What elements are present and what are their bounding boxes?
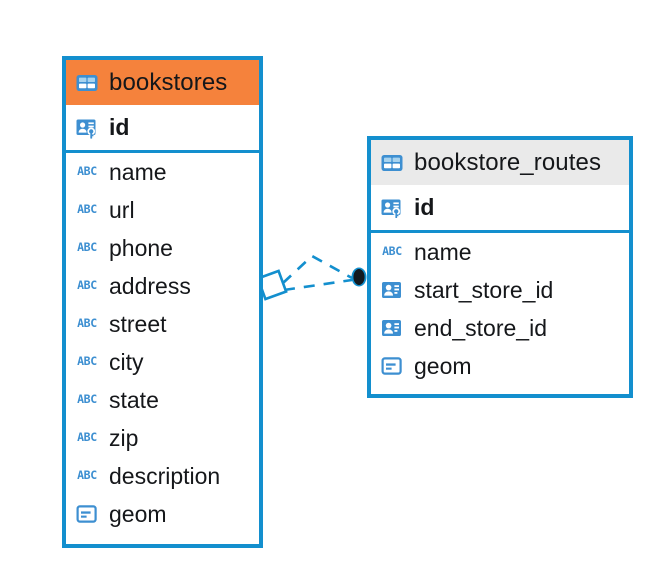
- field-row-street[interactable]: ABC street: [66, 305, 259, 343]
- field-row-phone[interactable]: ABC phone: [66, 229, 259, 267]
- field-row-description[interactable]: ABC description: [66, 457, 259, 495]
- entity-bookstore-routes-fields: ABC name start_store_id: [371, 233, 629, 385]
- field-label-street: street: [109, 310, 167, 337]
- field-row-id[interactable]: id: [66, 105, 259, 150]
- field-row-zip[interactable]: ABC zip: [66, 419, 259, 457]
- field-label-name: name: [109, 158, 167, 185]
- field-label-city: city: [109, 348, 144, 375]
- text-type-icon: ABC: [77, 430, 97, 445]
- entity-bookstore-routes[interactable]: bookstore_routes id: [367, 136, 633, 398]
- entity-bookstores-header[interactable]: bookstores: [66, 60, 259, 105]
- field-row-start-store-id[interactable]: start_store_id: [371, 271, 629, 309]
- geometry-type-icon: [379, 353, 405, 379]
- foreign-key-icon: [379, 315, 405, 341]
- entity-bookstores-title: bookstores: [109, 68, 228, 96]
- field-label-id: id: [414, 194, 435, 220]
- text-type-icon: ABC: [77, 240, 97, 255]
- text-type-icon: ABC: [382, 244, 402, 259]
- entity-bookstores-fields: ABC name ABC url ABC phone ABC address A…: [66, 153, 259, 533]
- entity-bookstores[interactable]: bookstores id: [62, 56, 263, 548]
- field-row-name[interactable]: ABC name: [66, 153, 259, 191]
- text-type-icon: ABC: [77, 468, 97, 483]
- field-row-id[interactable]: id: [371, 185, 629, 230]
- primary-key-icon: [379, 195, 405, 221]
- entity-bookstore-routes-primary-keys: id: [371, 185, 629, 233]
- field-label-end-store-id: end_store_id: [414, 314, 547, 341]
- field-label-url: url: [109, 196, 135, 223]
- field-label-geom: geom: [414, 352, 472, 379]
- primary-key-icon: [74, 115, 100, 141]
- field-row-state[interactable]: ABC state: [66, 381, 259, 419]
- text-type-icon: ABC: [77, 202, 97, 217]
- field-label-name: name: [414, 238, 472, 265]
- field-label-phone: phone: [109, 234, 173, 261]
- field-label-zip: zip: [109, 424, 139, 451]
- field-row-address[interactable]: ABC address: [66, 267, 259, 305]
- field-label-state: state: [109, 386, 159, 413]
- field-row-name[interactable]: ABC name: [371, 233, 629, 271]
- foreign-key-icon: [379, 277, 405, 303]
- relationship-branch-lower: [283, 278, 353, 292]
- geometry-type-icon: [74, 501, 100, 527]
- table-icon: [379, 150, 405, 176]
- entity-bookstores-primary-keys: id: [66, 105, 259, 153]
- field-row-geom[interactable]: geom: [371, 347, 629, 385]
- field-row-end-store-id[interactable]: end_store_id: [371, 309, 629, 347]
- text-type-icon: ABC: [77, 316, 97, 331]
- entity-bookstore-routes-title: bookstore_routes: [414, 148, 602, 176]
- text-type-icon: ABC: [77, 164, 97, 179]
- field-row-url[interactable]: ABC url: [66, 191, 259, 229]
- field-label-id: id: [109, 114, 130, 140]
- field-row-city[interactable]: ABC city: [66, 343, 259, 381]
- text-type-icon: ABC: [77, 354, 97, 369]
- relationship-branch-upper: [282, 254, 353, 284]
- table-icon: [74, 70, 100, 96]
- field-row-geom[interactable]: geom: [66, 495, 259, 533]
- field-label-description: description: [109, 462, 221, 489]
- entity-bookstore-routes-header[interactable]: bookstore_routes: [371, 140, 629, 185]
- relationship-target-dot-icon: [351, 267, 367, 287]
- text-type-icon: ABC: [77, 278, 97, 293]
- field-label-geom: geom: [109, 500, 167, 527]
- field-label-address: address: [109, 272, 191, 299]
- field-label-start-store-id: start_store_id: [414, 276, 554, 303]
- text-type-icon: ABC: [77, 392, 97, 407]
